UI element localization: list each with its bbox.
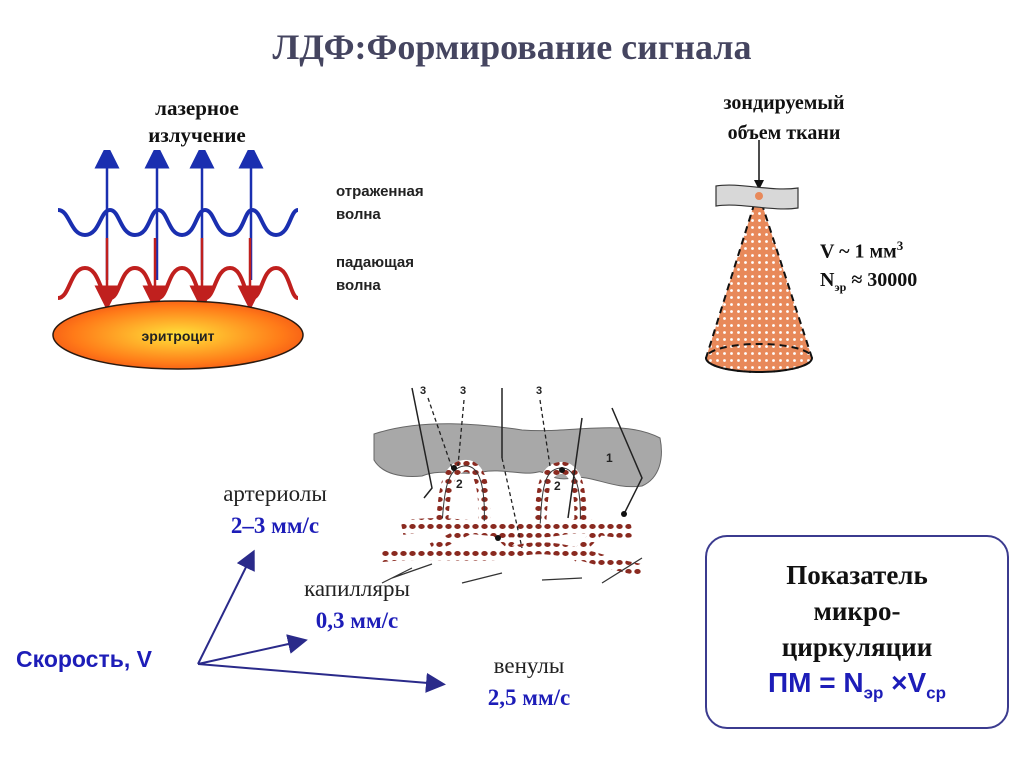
probe-volume-label-line2: объем ткани: [727, 122, 841, 144]
blood-vessel: [400, 518, 634, 538]
scattered-light-path: [427, 397, 453, 469]
probe-focus: [755, 192, 763, 200]
tissue-label-2b: 2: [554, 479, 561, 493]
reflected-wave-label-line2: волна: [336, 206, 381, 223]
incident-wave-label-line2: волна: [336, 277, 381, 294]
arrow-to-arterioles: [197, 549, 255, 665]
laser-label: лазерное излучение: [112, 95, 282, 149]
tissue-label-2a: 2: [456, 477, 463, 491]
laser-wave-diagram: эритроцит: [52, 150, 304, 370]
microcirculation-index-text: Показатель микро- циркуляции: [707, 557, 1007, 665]
slide-title: ЛДФ:Формирование сигнала: [272, 27, 752, 67]
arterioles-speed: 2–3 мм/с: [230, 513, 320, 538]
light-path: [411, 387, 433, 499]
tissue-label-3a: 3: [420, 385, 426, 397]
light-path: [567, 417, 583, 519]
erythrocyte-ellipse: [52, 300, 304, 370]
scatter-point: [559, 467, 565, 473]
scatter-point: [495, 535, 501, 541]
laser-label-line1: лазерное: [155, 96, 239, 120]
pm-line3: циркуляции: [781, 632, 933, 662]
venules-speed: 2,5 мм/с: [487, 685, 571, 710]
probe-pointer-arrowhead: [754, 180, 764, 190]
blood-vessel-branch: [429, 523, 606, 562]
reflected-wave-label-line1: отраженная: [336, 183, 424, 200]
arrow-to-venules: [197, 663, 446, 693]
venules-name: венулы: [493, 653, 565, 678]
capillaries-speed: 0,3 мм/с: [315, 608, 399, 633]
probe-volume-formula: V ~ 1 мм3: [820, 238, 904, 263]
probe-formula: V ~ 1 мм3 Nэр ≈ 30000: [820, 232, 917, 301]
capillary-loop-outline: [441, 465, 485, 529]
tissue-label-3b: 3: [460, 385, 466, 397]
pm-line1: Показатель: [786, 560, 928, 590]
scattered-light-path: [501, 457, 523, 549]
tissue-label-3c: 3: [536, 385, 542, 397]
pm-formula: ПМ = Nэр ×Vср: [767, 667, 947, 703]
scatter-point: [451, 465, 457, 471]
arrow-to-capillaries: [197, 634, 308, 665]
microcirculation-index-box: Показатель микро- циркуляции ПМ = Nэр ×V…: [705, 535, 1009, 729]
capillaries-label: капилляры 0,3 мм/с: [272, 573, 442, 637]
erythrocyte-label: эритроцит: [142, 328, 215, 344]
tissue-fibers: [381, 557, 643, 584]
probe-volume-label: зондируемый объем ткани: [684, 88, 884, 148]
probe-volume-label-line1: зондируемый: [723, 92, 845, 114]
scatter-point: [621, 511, 627, 517]
venules-label: венулы 2,5 мм/с: [444, 650, 614, 714]
probe-cone-diagram: [704, 140, 814, 373]
probe-cone-base: [705, 343, 813, 373]
tissue-label-1: 1: [606, 451, 613, 465]
incident-wave: [57, 265, 299, 301]
pm-line2: микро-: [813, 596, 901, 626]
incident-wave-label: падающая волна: [336, 251, 414, 297]
tissue-layer: [373, 423, 662, 488]
incident-wave-label-line1: падающая: [336, 254, 415, 271]
reflected-wave: [57, 207, 299, 238]
speed-label: Скорость, V: [16, 646, 152, 672]
laser-label-line2: излучение: [148, 123, 246, 147]
reflected-wave-label: отраженная волна: [336, 180, 424, 226]
light-path: [611, 407, 643, 515]
arterioles-label: артериолы 2–3 мм/с: [190, 478, 360, 542]
probe-count-formula: Nэр ≈ 30000: [820, 268, 918, 294]
capillaries-name: капилляры: [304, 576, 410, 601]
blood-vessel: [381, 542, 643, 576]
microcirculation-tissue-diagram: 3 3 3 1 2 2: [373, 385, 662, 584]
arterioles-name: артериолы: [223, 481, 327, 506]
